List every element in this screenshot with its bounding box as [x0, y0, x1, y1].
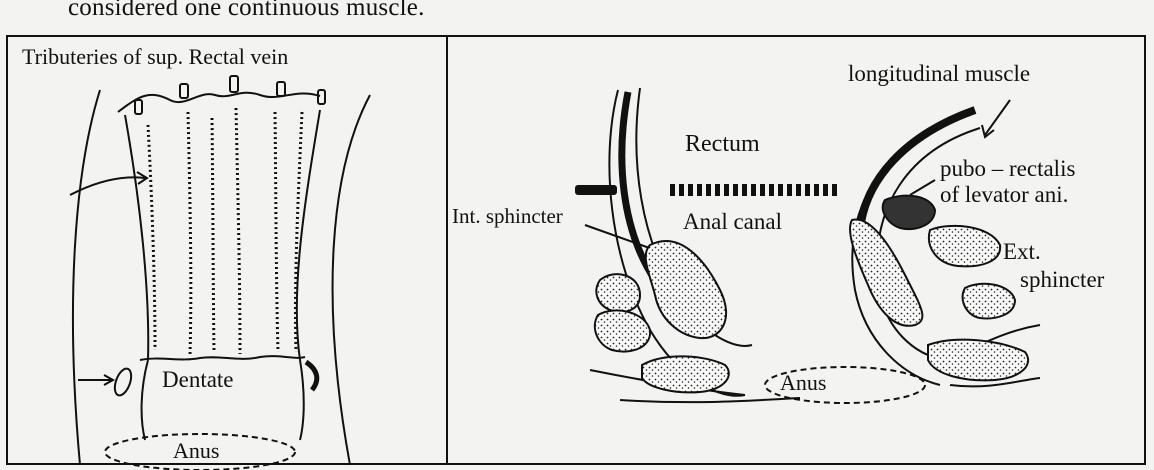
left-inner-wall	[125, 115, 148, 360]
vein-tributary	[318, 90, 325, 104]
anorectal-junction-dots	[575, 184, 837, 196]
left-outer-wall	[73, 90, 100, 465]
longitudinal-muscle-label: longitudinal muscle	[848, 62, 1030, 85]
hemorrhoid-vein-right	[306, 362, 317, 390]
left-panel-title: Tributeries of sup. Rectal vein	[22, 46, 288, 68]
int-sphincter-pointer	[585, 225, 655, 250]
left-anal-canal-drawing	[70, 76, 370, 470]
anal-canal-label: Anal canal	[683, 210, 782, 233]
internal-sphincter-left	[646, 241, 726, 338]
external-sphincter-blob-1	[596, 274, 640, 312]
longitudinal-arrow	[985, 100, 1010, 135]
puborectalis-label-line2: of levator ani.	[940, 183, 1068, 206]
wavy-top-line	[118, 93, 320, 112]
dentate-line	[140, 356, 305, 360]
vein-tributary	[277, 82, 285, 96]
hemorrhoid-vein-left	[112, 366, 135, 397]
anus-label-right: Anus	[780, 372, 826, 394]
anus-label-left: Anus	[173, 440, 219, 462]
rectum-label: Rectum	[685, 132, 760, 156]
vein-tributary	[135, 100, 142, 114]
vein-tributary	[180, 84, 188, 98]
int-sphincter-label: Int. sphincter	[452, 206, 563, 227]
sphincter-muscle-blobs	[595, 196, 1028, 393]
external-sphincter-blob-3	[642, 356, 729, 392]
ext-sphincter-label-line1: Ext.	[1003, 240, 1041, 263]
external-sphincter-blob-4	[929, 226, 1000, 266]
right-outer-wall	[333, 95, 370, 465]
dentate-label: Dentate	[162, 368, 234, 391]
puborectalis-blob	[883, 196, 935, 229]
vein-tributary	[230, 76, 238, 92]
external-sphincter-blob-6	[928, 340, 1028, 381]
puborectalis-label-line1: pubo – rectalis	[940, 157, 1075, 180]
external-sphincter-blob-5	[963, 284, 1015, 319]
ext-sphincter-label-line2: sphincter	[1020, 268, 1104, 291]
puborectalis-pointer	[910, 180, 935, 195]
anal-columns	[148, 108, 302, 355]
